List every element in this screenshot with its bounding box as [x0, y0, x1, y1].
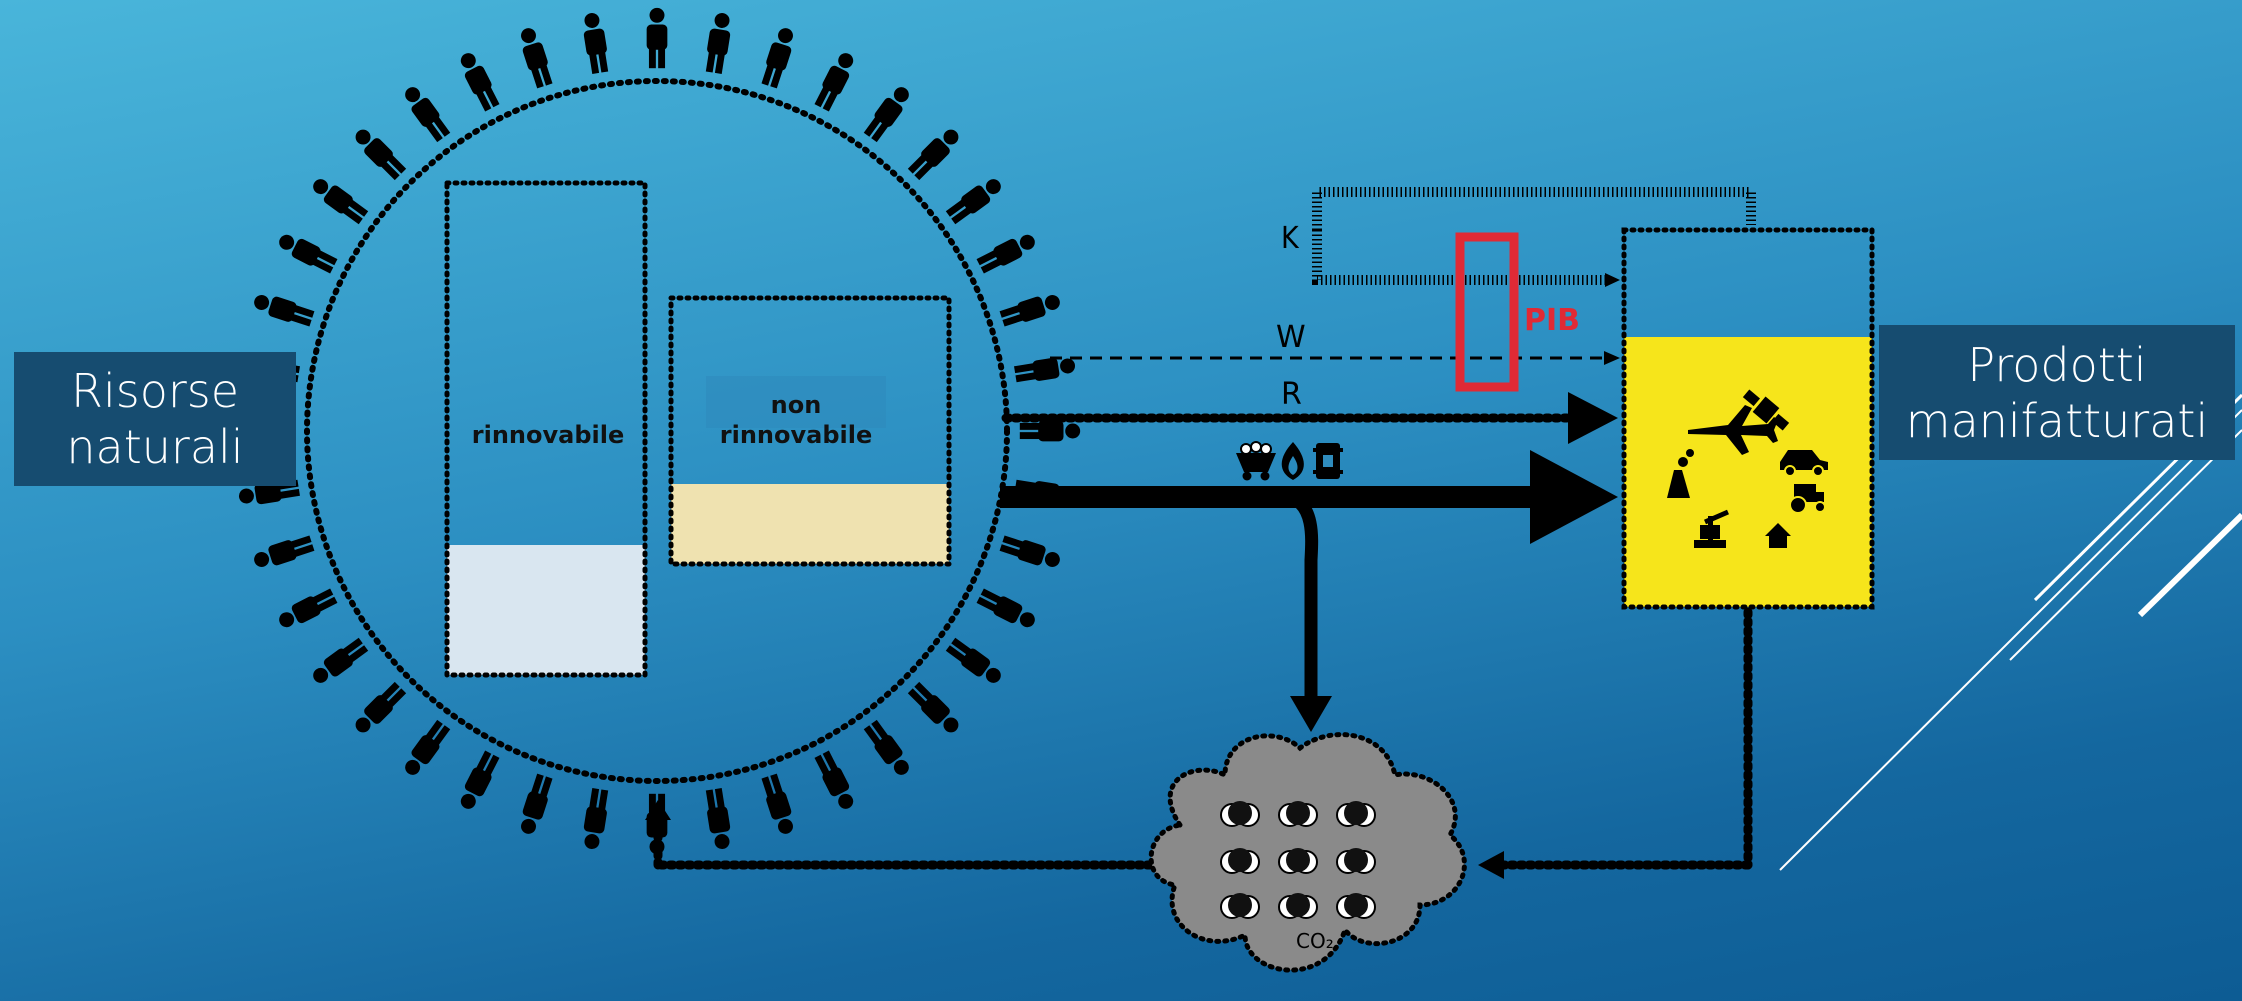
manufactured-products-label: Prodotti manifatturati [1879, 325, 2235, 460]
person-icon [704, 11, 734, 74]
person-icon [251, 533, 315, 571]
person-icon [862, 83, 914, 144]
gdp-bracket [1460, 237, 1514, 387]
oil-barrel-icon [1313, 443, 1343, 479]
person-icon [647, 8, 668, 68]
manufactured-goods-box [1624, 230, 1872, 607]
non-renewable-line2: rinnovabile [706, 420, 886, 450]
population-ring [234, 8, 1080, 854]
person-icon [906, 680, 963, 737]
energy-flow [1000, 450, 1618, 732]
person-icon [862, 718, 914, 779]
manufactured-products-line1: Prodotti [1879, 337, 2235, 393]
co2-molecule-icon [1221, 893, 1259, 918]
person-icon [456, 49, 502, 112]
co2-molecule-icon [1221, 801, 1259, 826]
person-icon [906, 124, 963, 181]
natural-resources-line1: Risorse [14, 363, 296, 419]
person-icon [999, 290, 1063, 328]
person-icon [581, 788, 611, 851]
co2-molecule-icon [1279, 848, 1317, 873]
person-icon [1020, 421, 1080, 442]
co2-label: CO₂ [1296, 929, 1334, 953]
person-icon [1014, 355, 1077, 385]
co2-molecule-icon [1221, 848, 1259, 873]
person-icon [944, 174, 1005, 226]
person-icon [400, 83, 452, 144]
mine-cart-icon [1236, 442, 1276, 481]
gas-flame-icon [1282, 442, 1304, 480]
person-icon [704, 788, 734, 851]
person-icon [976, 586, 1039, 632]
person-icon [400, 718, 452, 779]
person-icon [275, 586, 338, 632]
k-label: K [1281, 221, 1300, 256]
person-icon [759, 25, 797, 89]
r-label: R [1281, 377, 1302, 412]
nature-circle [307, 81, 1007, 781]
co2-molecule-icon [1337, 848, 1375, 873]
gdp-label: PIB [1524, 303, 1580, 338]
person-icon [759, 773, 797, 837]
w-label: W [1276, 320, 1306, 355]
manufactured-products-line2: manifatturati [1879, 393, 2235, 449]
co2-molecule-icon [1221, 801, 1375, 918]
person-icon [251, 290, 315, 328]
person-icon [999, 533, 1063, 571]
person-icon [812, 750, 858, 813]
r-resource-flow [1006, 392, 1618, 444]
person-icon [516, 25, 554, 89]
waste-return-flow [1478, 612, 1748, 879]
k-capital-loop [1317, 192, 1751, 287]
natural-resources-line2: naturali [14, 419, 296, 475]
person-icon [944, 636, 1005, 688]
person-icon [275, 230, 338, 276]
renewable-label: rinnovabile [450, 420, 646, 450]
co2-molecule-icon [1279, 893, 1317, 918]
person-icon [581, 11, 611, 74]
person-icon [350, 124, 407, 181]
natural-resources-label: Risorse naturali [14, 352, 296, 486]
co2-molecule-icon [1279, 801, 1317, 826]
person-icon [309, 174, 370, 226]
non-renewable-label: non rinnovabile [706, 390, 886, 450]
w-labour-flow [1050, 351, 1620, 365]
person-icon [350, 680, 407, 737]
person-icon [456, 750, 502, 813]
co2-molecule-icon [1337, 801, 1375, 826]
person-icon [309, 636, 370, 688]
person-icon [812, 49, 858, 112]
non-renewable-line1: non [706, 390, 886, 420]
person-icon [976, 230, 1039, 276]
co2-molecule-icon [1337, 893, 1375, 918]
person-icon [516, 773, 554, 837]
